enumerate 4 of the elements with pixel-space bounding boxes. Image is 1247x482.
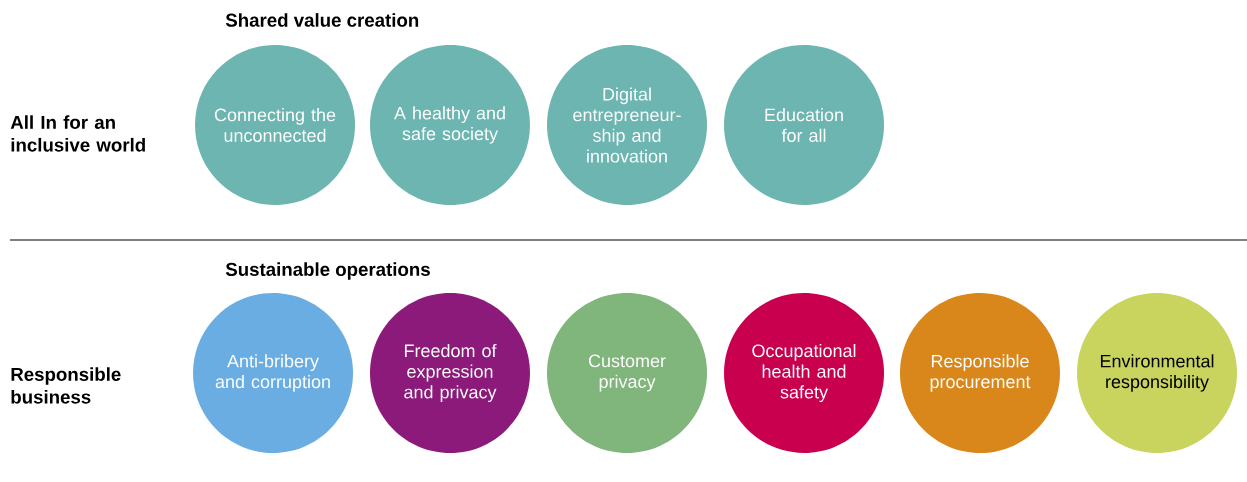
group-heading: Shared value creation xyxy=(225,13,419,27)
group-heading: Sustainable operations xyxy=(225,262,430,280)
section-label: All In for an inclusive world xyxy=(10,115,145,152)
section-label: Responsible business xyxy=(11,367,121,404)
